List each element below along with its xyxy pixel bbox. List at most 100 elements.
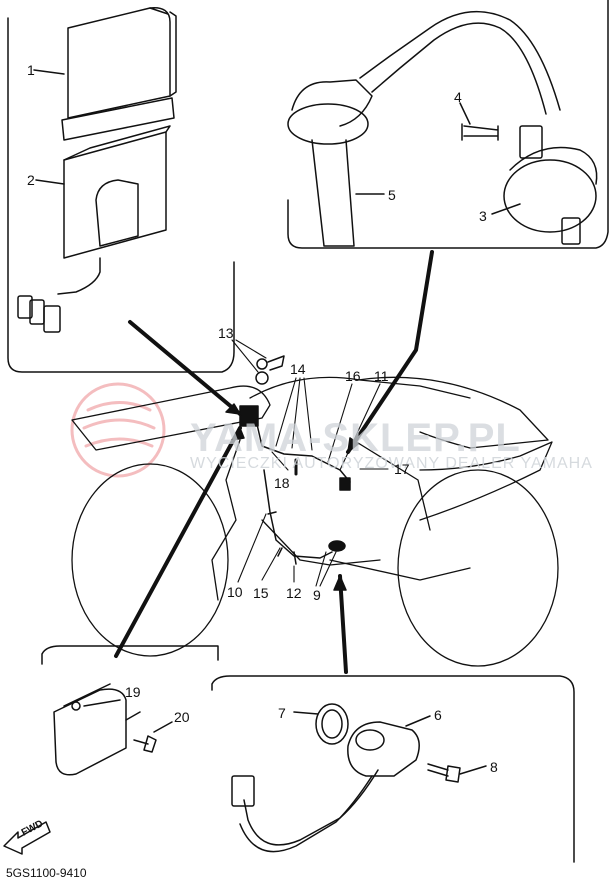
swingarm — [329, 559, 471, 581]
callout-3: 3 — [479, 208, 487, 224]
harness-band-12 — [293, 551, 297, 565]
spark-cap-rim — [287, 103, 369, 145]
callout-8: 8 — [490, 759, 498, 775]
arrowhead-cdi — [225, 403, 241, 415]
callout-14: 14 — [290, 361, 306, 377]
switch-wire — [243, 769, 379, 846]
regulator-fins — [63, 683, 141, 721]
leader-7 — [293, 711, 319, 715]
callout-leaders — [231, 339, 389, 587]
arrow-regulator — [114, 426, 242, 658]
leader-8 — [459, 765, 487, 775]
cdi-unit-group — [7, 7, 235, 373]
o-ring-outer — [315, 703, 349, 745]
harness-cap-17 — [339, 477, 351, 491]
callout-16: 16 — [345, 368, 361, 384]
harness-clip-a — [255, 371, 269, 385]
harness-clip-b — [256, 358, 268, 370]
ignition-coil-group — [287, 0, 609, 249]
leader-6 — [405, 715, 431, 727]
arrowhead-coil — [347, 437, 359, 453]
hightension-lead — [359, 10, 561, 111]
callout-1: 1 — [27, 62, 35, 78]
cdi-connector-c — [43, 305, 61, 333]
frame-lower — [261, 519, 381, 566]
callout-11: 11 — [374, 368, 389, 384]
switch-frame — [211, 675, 575, 863]
fwd-arrow — [3, 821, 51, 855]
callout-4: 4 — [454, 89, 462, 105]
side-panel — [349, 437, 431, 531]
callout-17: 17 — [394, 461, 410, 477]
callout-2: 2 — [27, 172, 35, 188]
motorcycle-outline — [71, 376, 559, 667]
harness-main — [255, 419, 351, 483]
seat — [357, 376, 549, 449]
harness-band-10 — [267, 511, 277, 515]
pointer-arrows — [114, 250, 434, 674]
hightension-lead-inner — [371, 22, 547, 115]
callout-5: 5 — [388, 187, 396, 203]
leader-19 — [83, 699, 121, 707]
coil-bolt — [461, 123, 499, 141]
switch-bolt — [427, 763, 461, 783]
harness-down — [263, 469, 333, 559]
watermark-logo — [70, 382, 166, 478]
switch-wire-inner — [239, 775, 373, 853]
switch-boss — [355, 729, 385, 751]
callout-7: 7 — [278, 705, 286, 721]
harness-band-15 — [277, 547, 283, 557]
callout-15: 15 — [253, 585, 269, 601]
leader-1 — [33, 69, 65, 75]
cdi-connector-a — [17, 295, 33, 319]
harness-plug — [267, 355, 285, 371]
harness-cap-9 — [328, 540, 346, 552]
switch-connector — [231, 775, 255, 807]
frame-front — [211, 439, 241, 601]
cdi-cover-rim — [61, 97, 175, 141]
neutral-switch-group — [211, 675, 575, 863]
rear-fender — [419, 441, 553, 521]
leader-20 — [153, 721, 173, 733]
arrowhead-regulator — [231, 427, 245, 441]
wire-harness — [239, 355, 351, 565]
front-fender — [71, 385, 271, 451]
cdi-wire — [57, 257, 101, 295]
regulator-bolt — [133, 735, 157, 753]
arrow-coil — [346, 250, 434, 454]
coil-body — [503, 159, 597, 233]
coil-terminal-lower — [561, 217, 581, 245]
callout-18: 18 — [274, 475, 290, 491]
document-code: 5GS1100-9410 — [6, 866, 87, 880]
rear-wheel — [397, 469, 559, 667]
arrow-neutral — [338, 574, 348, 674]
cdi-body — [63, 131, 167, 259]
o-ring-inner — [321, 709, 343, 739]
coil-frame — [287, 0, 609, 249]
leader-2 — [35, 179, 65, 185]
switch-body — [347, 721, 420, 777]
callout-19: 19 — [125, 684, 141, 700]
regulator-group — [41, 645, 219, 776]
coil-terminal — [519, 125, 543, 159]
coil-top — [509, 146, 598, 185]
front-wheel — [71, 463, 229, 657]
watermark-site: YAMA-SKLEP.PL — [190, 416, 521, 460]
callout-9: 9 — [313, 587, 321, 603]
callout-10: 10 — [227, 584, 243, 600]
arrowhead-neutral — [333, 575, 347, 591]
callout-12: 12 — [286, 585, 302, 601]
callout-6: 6 — [434, 707, 442, 723]
watermark-tagline: WYCIECZKI AUTORYZOWANY DEALER YAMAHA — [190, 455, 593, 472]
leader-4 — [459, 102, 471, 125]
regulator-frame — [41, 645, 219, 665]
cdi-frame — [7, 17, 235, 373]
cdi-bracket — [95, 179, 139, 247]
callout-20: 20 — [174, 709, 190, 725]
spark-cap-elbow — [291, 79, 373, 127]
regulator-body — [53, 688, 127, 776]
callout-13: 13 — [218, 325, 234, 341]
cdi-body-top — [63, 125, 171, 161]
regulator-hole — [71, 701, 81, 711]
